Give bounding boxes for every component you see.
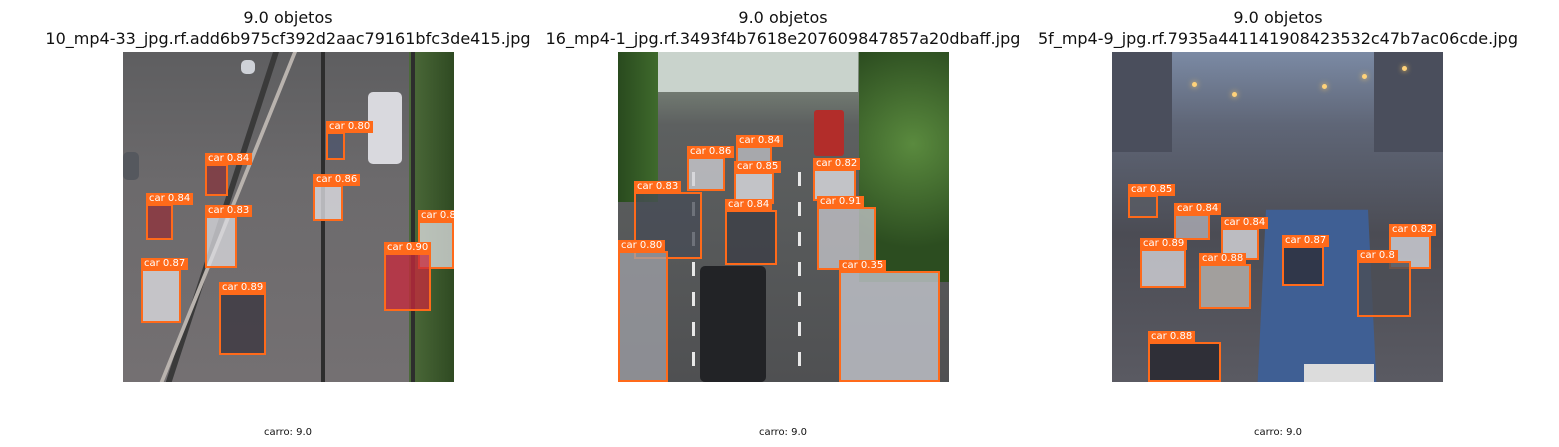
detection-box: car 0.83 bbox=[634, 181, 702, 259]
detection-box: car 0.8 bbox=[1357, 250, 1411, 317]
detection-box: car 0.89 bbox=[219, 282, 267, 355]
detection-label: car 0.90 bbox=[384, 242, 432, 254]
detection-box: car 0.86 bbox=[687, 146, 735, 191]
detection-label: car 0.88 bbox=[1148, 331, 1196, 343]
detection-label: car 0.89 bbox=[1140, 238, 1188, 250]
detection-label: car 0.83 bbox=[634, 181, 682, 193]
vehicle bbox=[123, 152, 139, 180]
detection-label: car 0.80 bbox=[618, 240, 666, 252]
detection-box: car 0.84 bbox=[205, 153, 253, 196]
detection-image: car 0.84 car 0.80 car 0.86 car 0.84 car … bbox=[123, 52, 454, 382]
lane-marking bbox=[798, 172, 801, 382]
class-count-caption: carro: 9.0 bbox=[758, 427, 808, 438]
detection-box: car 0.82 bbox=[1389, 224, 1437, 269]
detection-box: car 0.88 bbox=[1148, 331, 1221, 382]
detection-label: car 0.85 bbox=[734, 161, 782, 173]
detection-box: car 0.84 bbox=[736, 135, 784, 170]
panel-3: 9.0 objetos 5f_mp4-9_jpg.rf.7935a4411419… bbox=[1018, 0, 1538, 447]
detection-box: car 0.83 bbox=[205, 205, 253, 268]
detection-label: car 0.84 bbox=[736, 135, 784, 147]
detection-label: car 0.87 bbox=[141, 258, 189, 270]
detection-image: car 0.84 car 0.86 car 0.85 car 0.82 car … bbox=[618, 52, 949, 382]
bus bbox=[814, 110, 844, 156]
detection-box: car 0.87 bbox=[1282, 235, 1330, 286]
panel-file-title: 10_mp4-33_jpg.rf.add6b975cf392d2aac79161… bbox=[45, 29, 531, 48]
street-light bbox=[1192, 82, 1197, 87]
detection-box: car 0.86 bbox=[313, 174, 361, 221]
detection-label: car 0.86 bbox=[313, 174, 361, 186]
detection-box: car 0.84 bbox=[146, 193, 194, 240]
panel-file-title: 16_mp4-1_jpg.rf.3493f4b7618e207609847857… bbox=[545, 29, 1021, 48]
detection-label: car 0.80 bbox=[326, 121, 374, 133]
panel-count-title: 9.0 objetos bbox=[243, 8, 333, 27]
class-count-caption: carro: 9.0 bbox=[1253, 427, 1303, 438]
bus bbox=[1304, 364, 1374, 382]
detection-label: car 0.82 bbox=[1389, 224, 1437, 236]
sky-area bbox=[658, 52, 858, 92]
detection-label: car 0.84 bbox=[725, 199, 773, 211]
detection-label: car 0.84 bbox=[1221, 217, 1269, 229]
detection-label: car 0.35 bbox=[839, 260, 887, 272]
street-light bbox=[1322, 84, 1327, 89]
vehicle bbox=[368, 92, 402, 164]
detection-box: car 0.80 bbox=[618, 240, 668, 382]
detection-box: car 0.91 bbox=[817, 196, 876, 270]
panel-file-title: 5f_mp4-9_jpg.rf.7935a441141908423532c47b… bbox=[1038, 29, 1518, 48]
detection-label: car 0.87 bbox=[1282, 235, 1330, 247]
detection-box: car 0.80 bbox=[326, 121, 374, 160]
street-light bbox=[1362, 74, 1367, 79]
detection-box: car 0.84 bbox=[1174, 203, 1222, 240]
street-light bbox=[1232, 92, 1237, 97]
detection-box: car 0.35 bbox=[839, 260, 940, 382]
detection-label: car 0.8 bbox=[418, 210, 454, 222]
detection-box: car 0.88 bbox=[1199, 253, 1251, 309]
detection-label: car 0.84 bbox=[146, 193, 194, 205]
light-pole bbox=[411, 52, 415, 382]
detection-label: car 0.88 bbox=[1199, 253, 1247, 265]
detection-label: car 0.89 bbox=[219, 282, 267, 294]
detection-label: car 0.8 bbox=[1357, 250, 1398, 262]
detection-label: car 0.86 bbox=[687, 146, 735, 158]
panel-1: 9.0 objetos 10_mp4-33_jpg.rf.add6b975cf3… bbox=[28, 0, 548, 447]
panel-count-title: 9.0 objetos bbox=[738, 8, 828, 27]
detection-label: car 0.83 bbox=[205, 205, 253, 217]
panel-2: 9.0 objetos 16_mp4-1_jpg.rf.3493f4b7618e… bbox=[523, 0, 1043, 447]
detection-label: car 0.84 bbox=[1174, 203, 1222, 215]
detection-label: car 0.82 bbox=[813, 158, 861, 170]
class-count-caption: carro: 9.0 bbox=[263, 427, 313, 438]
detection-box: car 0.8 bbox=[418, 210, 454, 269]
detection-label: car 0.84 bbox=[205, 153, 253, 165]
detection-label: car 0.91 bbox=[817, 196, 865, 208]
detection-box: car 0.89 bbox=[1140, 238, 1188, 288]
lane-marking bbox=[692, 172, 695, 382]
detection-box: car 0.84 bbox=[725, 199, 777, 265]
street-light bbox=[1402, 66, 1407, 71]
detection-box: car 0.90 bbox=[384, 242, 432, 311]
vehicle bbox=[241, 60, 255, 74]
building bbox=[1374, 52, 1443, 152]
vehicle bbox=[700, 266, 766, 382]
detection-box: car 0.87 bbox=[141, 258, 189, 323]
detection-label: car 0.85 bbox=[1128, 184, 1176, 196]
building bbox=[1112, 52, 1172, 152]
trees-left bbox=[618, 52, 658, 202]
detection-image: car 0.85 car 0.84 car 0.84 car 0.82 car … bbox=[1112, 52, 1443, 382]
panel-count-title: 9.0 objetos bbox=[1233, 8, 1323, 27]
detection-box: car 0.85 bbox=[1128, 184, 1176, 218]
